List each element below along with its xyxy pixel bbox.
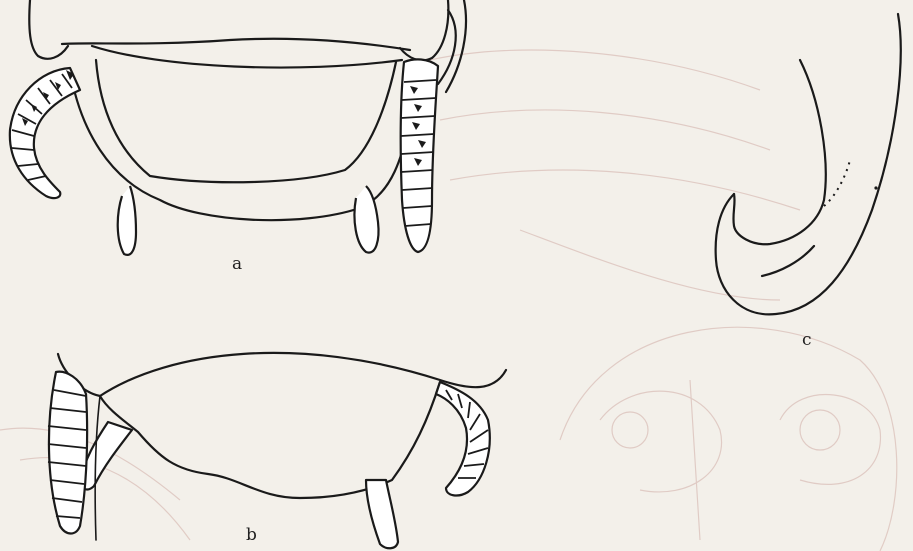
panel-b: b bbox=[0, 330, 560, 551]
panel-b-label: b bbox=[246, 525, 257, 545]
panel-b-drawing bbox=[0, 330, 560, 551]
panel-c: c bbox=[700, 0, 913, 360]
panel-a-left-cercus bbox=[10, 68, 80, 198]
panel-a-drawing bbox=[0, 0, 480, 260]
panel-a-label: a bbox=[232, 254, 242, 274]
panel-b-right-cercus bbox=[436, 382, 490, 495]
panel-a-right-cercus bbox=[401, 59, 438, 252]
panel-c-drawing bbox=[700, 0, 913, 330]
panel-c-label: c bbox=[802, 330, 812, 350]
panel-a: a bbox=[0, 0, 480, 260]
